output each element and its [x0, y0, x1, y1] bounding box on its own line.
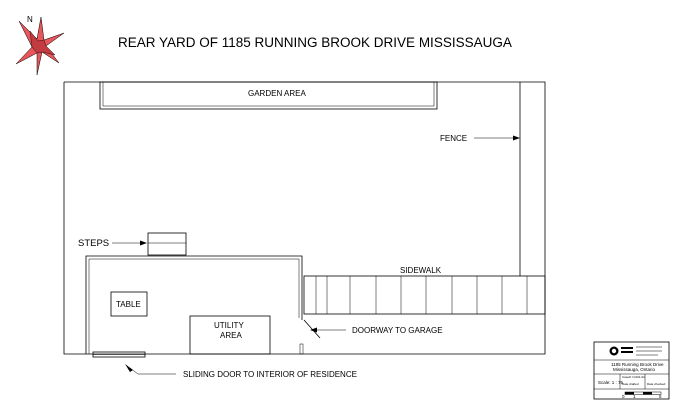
title-block-case: Case#: N-001-01 [622, 375, 645, 379]
doorway-label: DOORWAY TO GARAGE [352, 326, 443, 335]
fence-label: FENCE [440, 134, 467, 143]
fence-arrow-icon [513, 135, 520, 141]
utility-label-line2: AREA [220, 331, 242, 340]
title-block-scale: Scale: 1 : 75 [598, 380, 624, 385]
garden-area-inner [102, 81, 435, 107]
doorway-arrow-icon [310, 327, 317, 333]
title-block-address-line1: 1185 Running Brook Drive [611, 362, 664, 367]
compass-rose-icon: N [15, 15, 65, 76]
garden-area-label: GARDEN AREA [248, 89, 306, 98]
compass-north-label: N [27, 15, 33, 24]
scale-bar: 0 1 5 [622, 391, 662, 399]
table-label: TABLE [116, 300, 141, 309]
title-block-address-line2: Mississauga, Ontario [613, 367, 656, 372]
scale-bar-mid: 1 [633, 394, 636, 399]
title-block-checked: Date checked [647, 382, 666, 386]
utility-label-line1: UTILITY [214, 321, 244, 330]
steps [147, 232, 187, 256]
steps-label: STEPS [78, 238, 109, 249]
compass-star-inner [29, 30, 56, 56]
yard-boundary [63, 81, 546, 355]
sliding-door-label: SLIDING DOOR TO INTERIOR OF RESIDENCE [183, 370, 357, 379]
sliding-door-arrow-icon [125, 364, 133, 372]
title-block: 1185 Running Brook Drive Mississauga, On… [593, 341, 670, 400]
scale-bar-end: 5 [659, 394, 662, 399]
agency-logo [609, 346, 662, 356]
title-block-drawn: Date drafted [622, 382, 639, 386]
sliding-door-leader-diag [129, 367, 139, 375]
table [110, 291, 148, 317]
scale-bar-start: 0 [622, 394, 625, 399]
page-title: REAR YARD OF 1185 RUNNING BROOK DRIVE MI… [118, 35, 512, 50]
steps-arrow-icon [140, 240, 147, 246]
patio-post [299, 343, 304, 355]
sidewalk [303, 275, 546, 315]
patio-outline-inner [88, 258, 300, 354]
utility-area [189, 315, 271, 355]
sidewalk-label: SIDEWALK [400, 266, 442, 275]
patio-outline [85, 255, 303, 354]
garage-door-swing [303, 319, 321, 339]
